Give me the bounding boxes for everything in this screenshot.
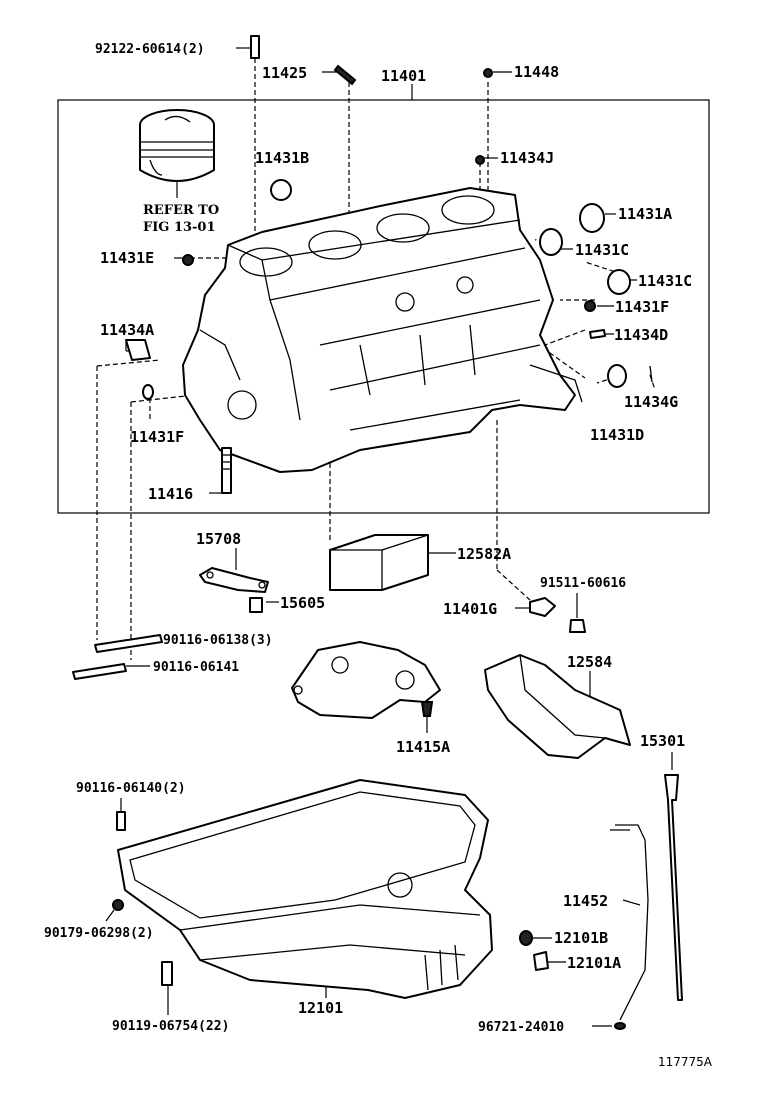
bracket-15708 bbox=[199, 567, 269, 593]
label-11452: 11452 bbox=[563, 892, 608, 910]
piston-illustration bbox=[139, 109, 215, 198]
label-11434D: 11434D bbox=[614, 326, 668, 344]
label-12101B: 12101B bbox=[554, 929, 608, 947]
pin-11434G bbox=[649, 365, 653, 383]
nut-90179 bbox=[112, 899, 124, 911]
plug-11431C-1 bbox=[539, 228, 563, 256]
valve-15605 bbox=[249, 597, 263, 613]
guide-11452 bbox=[615, 824, 649, 1021]
plug-11431F-right bbox=[584, 300, 596, 312]
stud-90116-06140 bbox=[116, 811, 126, 831]
part-11401G bbox=[529, 597, 556, 617]
label-90119-06754: 90119-06754(22) bbox=[112, 1019, 229, 1034]
label-96721-24010: 96721-24010 bbox=[478, 1020, 564, 1035]
label-12582A: 12582A bbox=[457, 545, 511, 563]
bolt-11416 bbox=[221, 447, 232, 494]
seal-11431D bbox=[607, 364, 627, 388]
stud-90116-06138 bbox=[94, 634, 163, 653]
bolt-92122 bbox=[250, 35, 260, 59]
plug-11434J bbox=[475, 155, 485, 165]
label-11431F-left: 11431F bbox=[130, 428, 184, 446]
leader-lines bbox=[105, 47, 673, 1027]
label-11431F-right: 11431F bbox=[615, 298, 669, 316]
label-90116-06138: 90116-06138(3) bbox=[163, 633, 273, 648]
label-11434G: 11434G bbox=[624, 393, 678, 411]
part-labels: 92122-60614(2) 11425 11401 11448 11431B … bbox=[44, 42, 713, 1069]
refer-note-line2: FIG 13-01 bbox=[143, 220, 216, 235]
label-12584: 12584 bbox=[567, 653, 612, 671]
label-11401G: 11401G bbox=[443, 600, 497, 618]
label-11434J: 11434J bbox=[500, 149, 554, 167]
label-90116-06140: 90116-06140(2) bbox=[76, 781, 186, 796]
bolt-91511 bbox=[569, 619, 586, 633]
label-11416: 11416 bbox=[148, 485, 193, 503]
gasket-12101B bbox=[519, 930, 533, 946]
label-90116-06141: 90116-06141 bbox=[153, 660, 239, 675]
label-11431E: 11431E bbox=[100, 249, 154, 267]
label-11431C-2: 11431C bbox=[638, 272, 692, 290]
refer-note-line1: REFER TO bbox=[143, 203, 219, 218]
baffle-12584 bbox=[484, 654, 631, 759]
label-11431D: 11431D bbox=[590, 426, 644, 444]
label-12101: 12101 bbox=[298, 999, 343, 1017]
stiffener-12582A bbox=[329, 534, 429, 591]
dipstick-15301 bbox=[664, 774, 683, 1001]
part-11415A bbox=[420, 701, 434, 717]
o-ring-96721 bbox=[614, 1022, 626, 1030]
diagram-id: 117775A bbox=[658, 1055, 713, 1069]
pin-11434A bbox=[125, 339, 151, 361]
pin-11434D bbox=[589, 329, 606, 339]
label-11401: 11401 bbox=[381, 67, 426, 85]
plug-11431E bbox=[182, 254, 194, 266]
label-91511-60616: 91511-60616 bbox=[540, 576, 626, 591]
cylinder-block-assembly-frame bbox=[57, 99, 710, 514]
label-11431B: 11431B bbox=[255, 149, 309, 167]
block-small-parts bbox=[125, 35, 653, 494]
plug-11448 bbox=[483, 68, 493, 78]
label-12101A: 12101A bbox=[567, 954, 621, 972]
pin-11425 bbox=[333, 64, 357, 86]
label-11415A: 11415A bbox=[396, 738, 450, 756]
label-11431C-1: 11431C bbox=[575, 241, 629, 259]
plug-11431F-left bbox=[142, 384, 154, 400]
label-15708: 15708 bbox=[196, 530, 241, 548]
lower-parts bbox=[72, 534, 683, 1030]
label-15605: 15605 bbox=[280, 594, 325, 612]
plug-11431C-2 bbox=[607, 269, 631, 295]
stud-90116-06141 bbox=[72, 663, 127, 680]
oil-pan-12101 bbox=[117, 779, 493, 999]
plug-11431A bbox=[579, 203, 605, 233]
cylinder-block bbox=[182, 187, 583, 473]
label-11425: 11425 bbox=[262, 64, 307, 82]
bolt-90119 bbox=[161, 961, 173, 986]
oil-pump-housing bbox=[291, 641, 441, 719]
plug-12101A bbox=[533, 951, 549, 971]
label-90179-06298: 90179-06298(2) bbox=[44, 926, 154, 941]
label-92122-60614: 92122-60614(2) bbox=[95, 42, 205, 57]
label-15301: 15301 bbox=[640, 732, 685, 750]
label-11448: 11448 bbox=[514, 63, 559, 81]
plug-11431B bbox=[270, 179, 292, 201]
label-11431A: 11431A bbox=[618, 205, 672, 223]
label-11434A: 11434A bbox=[100, 321, 154, 339]
